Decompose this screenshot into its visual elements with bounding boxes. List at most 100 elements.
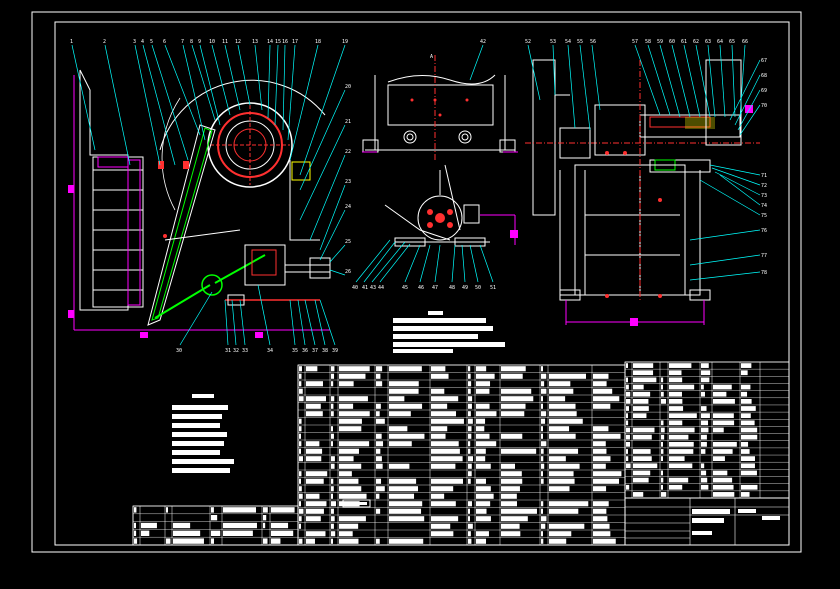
bom-cell-text [331,366,335,372]
bom-cell-text [701,449,706,454]
bom-cell-text [741,363,752,368]
bom-cell-text [501,523,520,529]
svg-text:A: A [430,54,433,60]
bom-cell-text [661,441,663,447]
bom-cell-text [339,456,354,462]
bom-cell-text [331,456,335,462]
bom-cell-text [741,398,752,404]
svg-text:34: 34 [267,348,273,354]
svg-text:37: 37 [312,348,318,354]
bom-cell-text [299,448,301,454]
bom-cell-text [468,516,470,522]
bom-cell-text [339,463,362,469]
svg-text:48: 48 [449,285,455,291]
bom-cell-text [593,486,607,492]
bom-cell-text [501,516,528,522]
bom-cell-text [549,501,589,507]
bom-cell-text [626,484,630,490]
svg-text:68: 68 [761,73,767,79]
bom-cell-text [468,523,473,529]
bom-cell-text [299,366,302,372]
bom-cell-text [389,486,419,492]
bom-cell-text [389,433,425,439]
bom-cell-text [713,413,734,419]
svg-text:35: 35 [292,348,298,354]
bom-cell-text [633,492,644,497]
bom-cell-text [431,523,451,529]
bom-cell-text [306,471,328,477]
svg-text:44: 44 [378,285,384,291]
svg-text:45: 45 [402,285,408,291]
bom-cell-text [211,507,214,513]
bom-cell-text [468,433,472,439]
bom-cell-text [339,418,362,424]
bom-cell-text [299,486,302,492]
bom-cell-text [593,373,609,379]
bom-cell-text [223,530,253,536]
bom-cell-text [593,471,622,477]
bom-cell-text [376,448,381,454]
bom-cell-text [713,470,728,476]
bom-cell-text [549,538,567,544]
bom-cell-text [468,373,471,379]
bom-cell-text [661,377,664,383]
svg-text:71: 71 [761,173,767,179]
bom-cell-text [299,471,302,477]
bom-cell-text [593,538,616,544]
bom-cell-text [476,366,487,372]
bom-cell-text [339,486,362,492]
bom-cell-text [339,493,367,499]
bom-cell-text [134,507,137,513]
bom-cell-text [501,463,516,469]
bom-cell-text [299,373,302,379]
bom-cell-text [626,391,631,397]
bom-cell-text [541,538,544,544]
bom-cell-text [633,463,658,469]
bom-cell-text [549,373,586,379]
bom-cell-text [299,493,303,499]
bom-cell-text [331,411,334,417]
bom-cell-text [593,508,607,514]
svg-text:58: 58 [645,39,651,45]
bom-cell-text [701,363,709,368]
bom-cell-text [541,508,543,514]
svg-text:40: 40 [352,285,358,291]
bom-cell-text [299,523,301,529]
bom-cell-text [468,508,470,514]
bom-cell-text [713,427,724,433]
bom-cell-text [431,478,463,484]
bom-cell-text [376,538,380,544]
bom-cell-text [633,449,651,454]
svg-text:16: 16 [282,39,288,45]
bom-cell-text [476,516,491,522]
bom-cell-text [549,486,570,492]
svg-text:67: 67 [761,58,767,64]
bom-cell-text [376,441,384,447]
svg-text:56: 56 [590,39,596,45]
bom-cell-text [431,463,456,469]
bom-cell-text [431,456,463,462]
bom-cell-text [741,391,748,397]
bom-cell-text [626,398,631,404]
bom-cell-text [701,384,704,390]
bom-cell-text [713,456,725,462]
bom-cell-text [331,486,334,492]
svg-text:62: 62 [693,39,699,45]
bom-cell-text [339,523,359,529]
bom-cell-text [741,406,756,411]
bom-cell-text [141,530,150,536]
bom-cell-text [593,456,611,462]
svg-text:14: 14 [267,39,273,45]
bom-cell-text [701,427,709,433]
bom-cell-text [339,538,359,544]
svg-text:12: 12 [235,39,241,45]
bom-cell-text [741,470,757,476]
bom-cell-text [476,411,497,417]
svg-text:19: 19 [342,39,348,45]
bom-cell-text [431,501,456,507]
bom-cell-text [331,373,335,379]
bom-cell-text [633,377,657,383]
bom-cell-text [541,523,546,529]
bom-cell-text [661,434,665,440]
bom-cell-text [669,398,683,404]
